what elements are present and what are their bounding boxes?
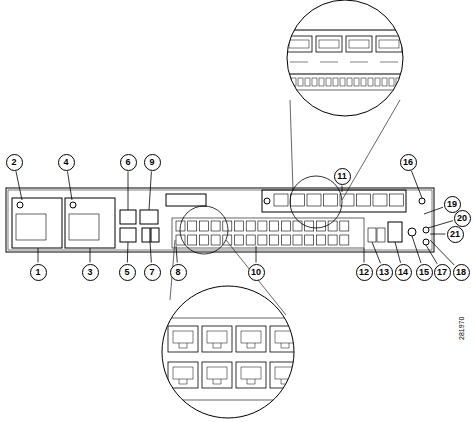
rj45-detail: [160, 318, 300, 400]
leader-line: [428, 221, 453, 228]
callout-number: 3: [82, 264, 99, 281]
callout-number: 11: [334, 168, 351, 185]
label-plate: [166, 194, 206, 206]
leader-line: [67, 171, 72, 200]
callout-number: 8: [170, 264, 187, 281]
leader-line: [395, 242, 401, 263]
console-port: [120, 210, 136, 224]
leader-line: [411, 171, 422, 198]
callout-number: 10: [248, 264, 265, 281]
leader-line: [128, 172, 129, 211]
leader-line: [176, 246, 177, 263]
leader-line: [412, 236, 421, 263]
callout-number: 5: [119, 264, 136, 281]
power-supply: [65, 198, 115, 248]
callout-number: 2: [6, 154, 23, 171]
leader-line: [424, 207, 443, 214]
power-supply: [12, 198, 62, 248]
leader-line: [38, 248, 39, 263]
leader-line: [430, 240, 454, 265]
callout-number: 6: [120, 154, 137, 171]
leader-line: [426, 245, 437, 264]
callout-number: 7: [144, 264, 161, 281]
callout-number: 13: [376, 264, 393, 281]
magnifier: [287, 0, 403, 116]
leader-line: [127, 242, 129, 263]
leader-line: [149, 171, 151, 210]
leader-line: [342, 186, 343, 193]
callout-number: 16: [400, 154, 417, 171]
figure-number: 281970: [458, 317, 465, 340]
callout-number: 15: [416, 264, 433, 281]
sfp-bay: [262, 190, 406, 212]
chassis: [6, 188, 434, 252]
callout-number: 18: [453, 264, 470, 281]
callout-number: 12: [356, 264, 373, 281]
leader-line: [16, 171, 22, 200]
callout-number: 21: [447, 226, 464, 243]
leader-line: [364, 248, 365, 263]
leader-line: [90, 248, 91, 263]
leader-line: [256, 246, 257, 263]
leader-line: [430, 234, 446, 235]
leader-line: [150, 242, 151, 263]
callout-number: 17: [434, 264, 451, 281]
leader-line: [372, 242, 380, 263]
callout-number: 14: [395, 264, 412, 281]
callout-number: 9: [144, 154, 161, 171]
sfp-detail: [280, 30, 410, 90]
callout-number: 4: [58, 154, 75, 171]
callout-number: 1: [30, 264, 47, 281]
callout-number: 20: [454, 210, 471, 227]
mgmt-port: [140, 210, 158, 224]
